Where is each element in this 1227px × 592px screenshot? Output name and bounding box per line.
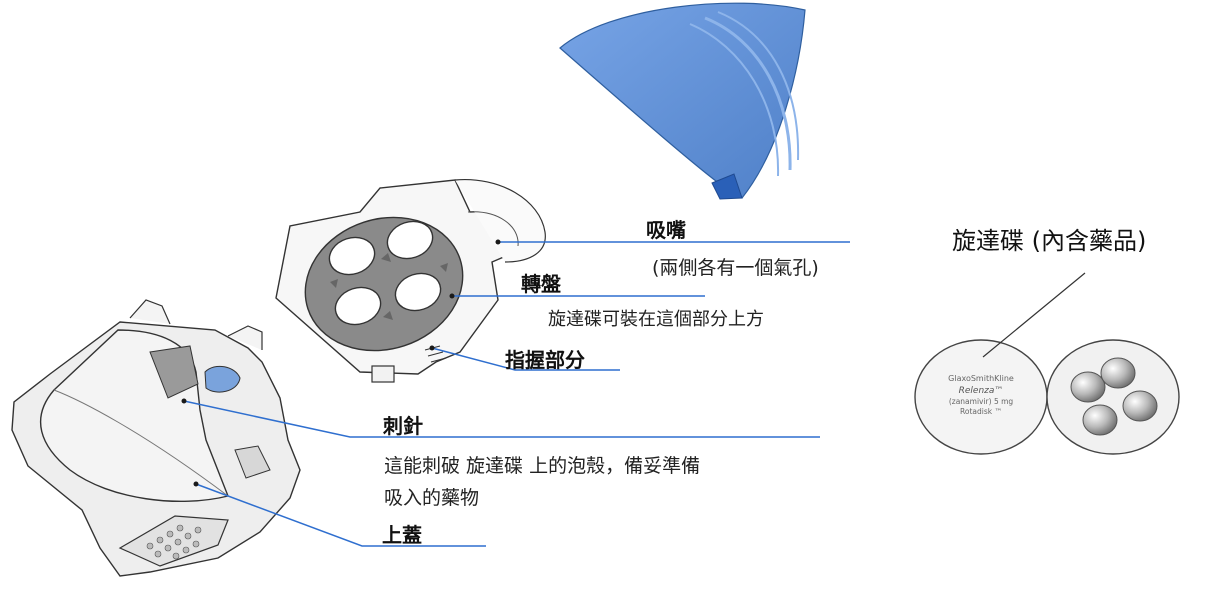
leader-rotadisk: [982, 272, 1086, 358]
wheel-hole: [386, 220, 434, 260]
leader-grip: [431, 347, 620, 371]
wheel-label: 轉盤: [521, 272, 561, 296]
inhaler-body: [11, 299, 301, 577]
blister-bubble: [1100, 357, 1136, 389]
lid-label: 上蓋: [382, 523, 422, 547]
rotating-wheel: [304, 216, 464, 352]
mouthpiece-cover: [559, 2, 806, 200]
wheel-hole: [334, 286, 382, 326]
needle-note-line2: 吸入的藥物: [384, 487, 480, 509]
rotadisk-front: GlaxoSmithKline Relenza™ (zanamivir) 5 m…: [914, 339, 1048, 455]
disk-print-line4: Rotadisk ™: [960, 407, 1002, 416]
blister-bubble: [1122, 390, 1158, 422]
disk-print-line2: Relenza™: [959, 386, 1004, 396]
grip-label: 指握部分: [505, 348, 585, 372]
disk-print-line3: (zanamivir) 5 mg: [949, 397, 1014, 406]
rotadisk-label: 旋達碟 (內含藥品): [952, 227, 1147, 255]
mouthpiece-note: (兩側各有一個氣孔): [652, 257, 819, 279]
blister-bubble: [1070, 371, 1106, 403]
leader-lines: [183, 241, 850, 547]
needle-note-line1: 這能刺破 旋達碟 上的泡殼，備妥準備: [384, 455, 701, 477]
wheel-hole: [394, 272, 442, 312]
leader-lid: [195, 483, 486, 547]
wheel-hole: [328, 236, 376, 276]
wheel-note: 旋達碟可裝在這個部分上方: [548, 309, 764, 330]
leader-needle: [183, 400, 820, 438]
blister-bubble: [1082, 404, 1118, 436]
rotadisk-back: [1046, 339, 1180, 455]
mouthpiece-label: 吸嘴: [646, 218, 686, 242]
needle-label: 刺針: [383, 414, 423, 438]
disk-print-line1: GlaxoSmithKline: [948, 374, 1014, 383]
leader-tips: [181, 239, 501, 487]
grip-dots: [146, 524, 202, 560]
